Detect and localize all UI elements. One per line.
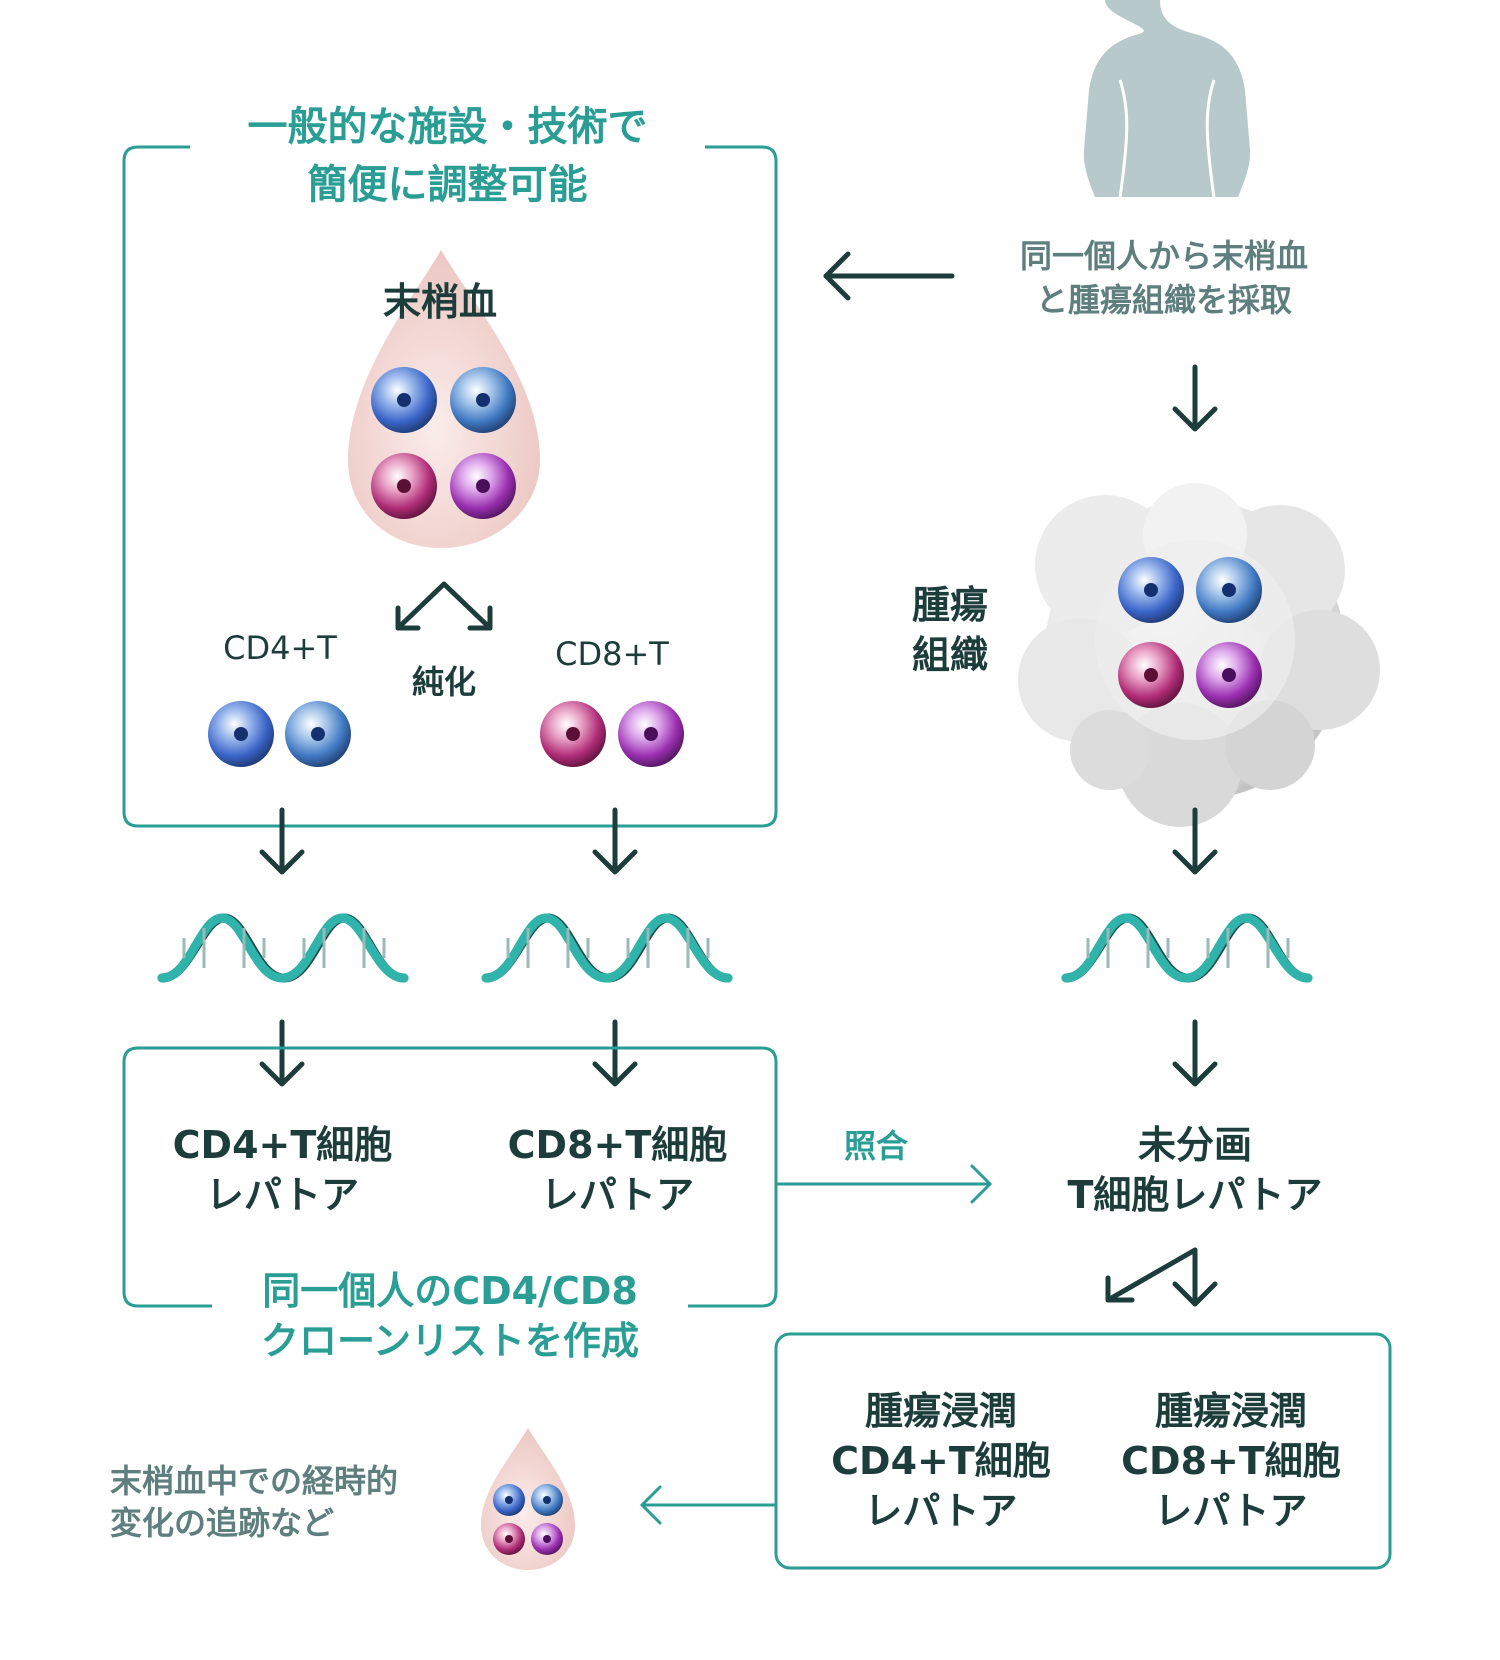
- split-arrow-icon: [395, 581, 493, 631]
- human-silhouette-icon: [1083, 0, 1251, 197]
- arrow-down-icon: [262, 810, 302, 872]
- tumor-tissue-label: 腫瘍 組織: [911, 583, 988, 677]
- tracking-label: 末梢血中での経時的 変化の追跡など: [110, 1462, 399, 1542]
- matching-label: 照合: [843, 1127, 908, 1165]
- infiltrating-box-frame: [774, 1332, 1392, 1570]
- drop-cells: [371, 367, 516, 519]
- cd8-label: CD8+T: [555, 635, 669, 673]
- arrow-down-icon: [595, 1022, 635, 1084]
- infiltrating-cd4-label: 腫瘍浸潤 CD4+T細胞 レパトア: [831, 1389, 1051, 1533]
- dna-strand-icon: [1066, 918, 1308, 978]
- tumor-tissue-icon: [1018, 483, 1380, 827]
- repertoire-box-frame: [122, 1046, 778, 1308]
- unfractionated-repertoire-label: 未分画 T細胞レパトア: [1067, 1123, 1323, 1217]
- arrow-down-icon: [262, 1022, 302, 1084]
- arrow-down-icon: [1175, 367, 1215, 429]
- dna-strand-icon: [162, 918, 404, 978]
- arrow-left-tracking: [640, 1485, 778, 1525]
- collection-label: 同一個人から末梢血 と腫瘍組織を採取: [1019, 237, 1308, 319]
- tumor-cells: [1118, 557, 1262, 708]
- cd4-repertoire-label: CD4+T細胞 レパトア: [172, 1123, 393, 1217]
- top-box-title: 一般的な施設・技術で 簡便に調整可能: [190, 98, 705, 214]
- cd4-cells: [208, 701, 351, 767]
- cd4-label: CD4+T: [223, 629, 337, 667]
- cd8-cells: [540, 701, 684, 767]
- arrow-left-collection: [823, 251, 955, 301]
- arrow-down-icon: [595, 810, 635, 872]
- arrow-down-icon: [1175, 1022, 1215, 1084]
- purification-label: 純化: [411, 663, 476, 701]
- matching-arrow-icon: [774, 1164, 992, 1204]
- clone-list-caption: 同一個人のCD4/CD8 クローンリストを作成: [212, 1266, 688, 1366]
- cd8-repertoire-label: CD8+T細胞 レパトア: [507, 1123, 728, 1217]
- peripheral-blood-label: 末梢血: [382, 280, 497, 324]
- top-box-frame: [122, 145, 778, 828]
- split-down-arrow-icon: [1105, 1247, 1218, 1307]
- dna-strand-icon: [486, 918, 728, 978]
- infiltrating-cd8-label: 腫瘍浸潤 CD8+T細胞 レパトア: [1121, 1389, 1341, 1533]
